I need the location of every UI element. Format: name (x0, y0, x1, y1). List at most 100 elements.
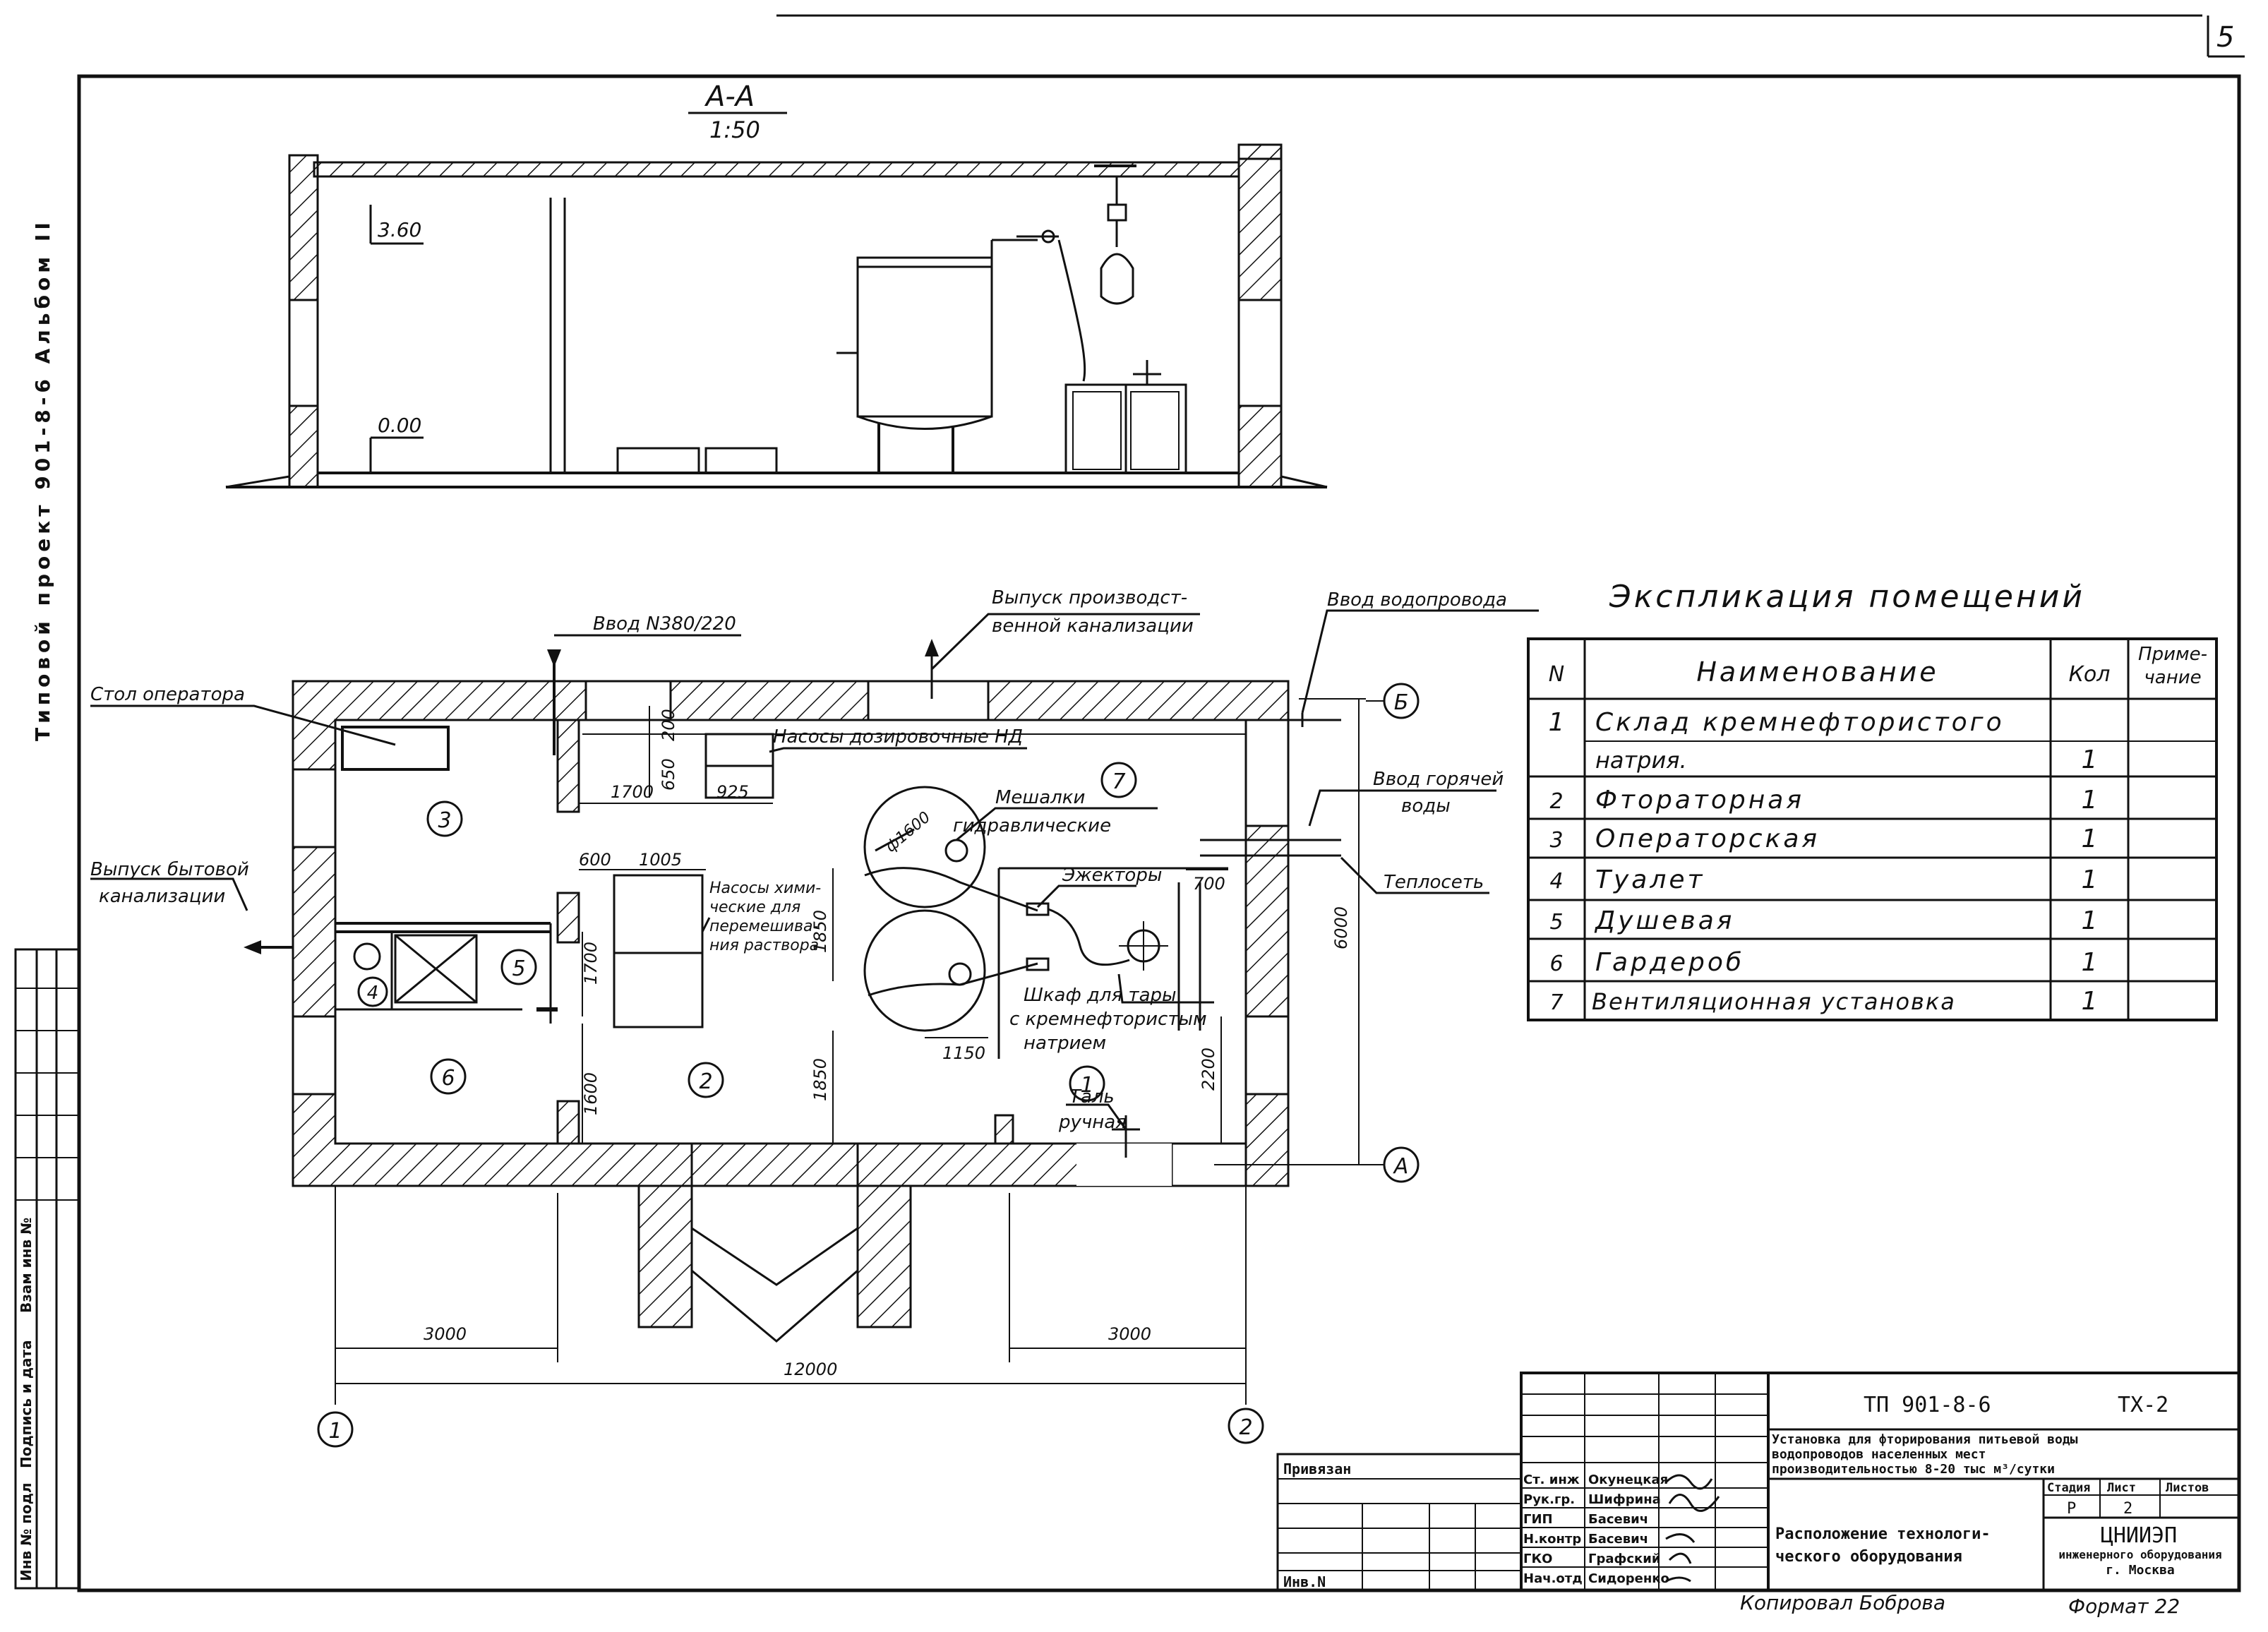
svg-text:1: 1 (328, 1419, 342, 1444)
svg-text:4: 4 (367, 983, 379, 1004)
svg-text:1: 1 (2082, 865, 2098, 894)
svg-text:1: 1 (1549, 708, 1565, 737)
label-shkaf-1: Шкаф для тары (1024, 985, 1177, 1006)
axis-bubble-b: Б (1383, 683, 1420, 719)
sheet-frame (77, 74, 2241, 1592)
dim-1005: 1005 (639, 850, 682, 870)
section-view: А-А 1:50 3.60 0.00 (225, 80, 1328, 488)
svg-text:1: 1 (2082, 745, 2098, 774)
dim-1700a: 1700 (611, 782, 654, 802)
svg-text:Ст. инж: Ст. инж (1523, 1472, 1580, 1487)
svg-text:4: 4 (1549, 869, 1563, 894)
room-6: 6 (430, 1058, 467, 1095)
axis-bubble-a: А (1383, 1146, 1420, 1183)
svg-text:Душевая: Душевая (1594, 906, 1734, 935)
label-vvod-water: Ввод водопровода (1327, 589, 1507, 611)
label-nasosy-chem-4: ния раствора (709, 937, 819, 954)
svg-text:Склад кремнефтористого: Склад кремнефтористого (1595, 708, 2005, 737)
axis-bubble-2: 2 (1228, 1408, 1264, 1444)
room-3: 3 (426, 800, 463, 837)
stage-value: Р (2067, 1500, 2076, 1518)
label-tal-1: Таль (1069, 1086, 1115, 1108)
dim-3000b: 3000 (1108, 1324, 1151, 1344)
svg-text:Басевич: Басевич (1588, 1512, 1648, 1527)
drawing-title-1: Расположение технологи- (1775, 1525, 1991, 1543)
label-ezhektory: Эжекторы (1062, 865, 1162, 886)
col-n: N (1549, 662, 1564, 687)
svg-text:5: 5 (512, 956, 525, 981)
title-block: Привязан Инв.N Ст. инж Окунецкая Рук.гр.… (1276, 1372, 2240, 1618)
svg-text:1: 1 (2082, 987, 2098, 1016)
org-subtitle: инженерного оборудования (2058, 1548, 2221, 1561)
svg-text:Взам инв №: Взам инв № (18, 1218, 35, 1313)
label-vypusk-prod-1: Выпуск производст- (992, 587, 1187, 608)
svg-text:Басевич: Басевич (1588, 1532, 1648, 1547)
svg-text:2: 2 (699, 1069, 712, 1094)
label-vypusk-prod-2: венной канализации (992, 616, 1194, 637)
svg-text:1: 1 (2082, 824, 2098, 853)
label-teploset: Теплосеть (1384, 872, 1484, 893)
col-note-2: чание (2144, 667, 2201, 688)
copied-by: Копировал Боброва (1740, 1591, 1945, 1614)
label-nasosy-chem-3: перемешива- (709, 918, 818, 935)
stage-label: Стадия (2047, 1481, 2090, 1495)
svg-text:Туалет: Туалет (1595, 865, 1705, 894)
svg-text:Нач.отд: Нач.отд (1523, 1571, 1583, 1586)
dim-3000a: 3000 (424, 1324, 467, 1344)
svg-text:Гардероб: Гардероб (1595, 948, 1744, 977)
org-city: г. Москва (2106, 1563, 2175, 1578)
axis-bubble-1: 1 (317, 1411, 354, 1448)
svg-text:натрия.: натрия. (1595, 747, 1687, 774)
room-4: 4 (357, 976, 388, 1007)
dim-700: 700 (1193, 874, 1225, 894)
section-title: А-А (704, 80, 755, 113)
label-stol: Стол оператора (90, 684, 245, 705)
explication-table: Экспликация помещений N Наименование Кол… (1527, 579, 2218, 1021)
room-5: 5 (500, 949, 537, 985)
section-scale: 1:50 (709, 116, 760, 143)
svg-text:Н.контр: Н.контр (1523, 1532, 1581, 1547)
dim-1700b: 1700 (581, 942, 601, 985)
sheets-label: Листов (2166, 1481, 2209, 1495)
label-tal-2: ручная (1058, 1112, 1127, 1133)
dim-1600: 1600 (581, 1072, 601, 1115)
privyazan: Привязан (1283, 1460, 1351, 1477)
dim-2200: 2200 (1199, 1048, 1218, 1091)
svg-text:1: 1 (2082, 948, 2098, 977)
svg-text:7: 7 (1549, 990, 1563, 1015)
label-meshalki-2: гидравлические (953, 815, 1111, 836)
dim-600: 600 (579, 850, 611, 870)
dim-12000: 12000 (784, 1360, 837, 1379)
svg-text:Инв № подл: Инв № подл (18, 1482, 35, 1581)
label-nasosy-chem-2: ческие для (709, 899, 800, 916)
svg-text:1: 1 (2082, 786, 2098, 815)
page-number: 5 (2216, 21, 2234, 54)
svg-text:2: 2 (1549, 789, 1563, 814)
sheet-label: Лист (2107, 1481, 2136, 1495)
org-name: ЦНИИЭП (2101, 1523, 2177, 1548)
level-zero: 0.00 (378, 414, 421, 437)
label-nasosy-nd: Насосы дозировочные НД (773, 726, 1023, 748)
col-name: Наименование (1696, 656, 1938, 688)
svg-text:Графский: Графский (1588, 1552, 1660, 1566)
svg-text:Б: Б (1394, 690, 1409, 715)
label-nasosy-chem-1: Насосы хими- (709, 880, 821, 897)
svg-text:А: А (1393, 1154, 1409, 1179)
dim-925: 925 (716, 782, 749, 802)
dim-200: 200 (659, 709, 678, 741)
svg-text:1: 1 (1080, 1073, 1093, 1098)
svg-text:Сидоренко: Сидоренко (1588, 1571, 1669, 1586)
svg-text:6: 6 (1549, 952, 1563, 976)
svg-text:6: 6 (441, 1066, 455, 1091)
svg-text:Вентиляционная установка: Вентиляционная установка (1592, 988, 1956, 1015)
label-vypusk-byt-2: канализации (99, 886, 225, 907)
svg-text:Рук.гр.: Рук.гр. (1523, 1492, 1575, 1507)
operator-desk (341, 726, 450, 771)
svg-text:3: 3 (1549, 828, 1563, 853)
col-qty: Кол (2069, 662, 2111, 687)
format: Формат 22 (2068, 1595, 2180, 1618)
sheet-value: 2 (2123, 1500, 2132, 1518)
svg-text:1: 1 (2082, 906, 2098, 935)
label-hot-water-1: Ввод горячей (1373, 769, 1504, 790)
